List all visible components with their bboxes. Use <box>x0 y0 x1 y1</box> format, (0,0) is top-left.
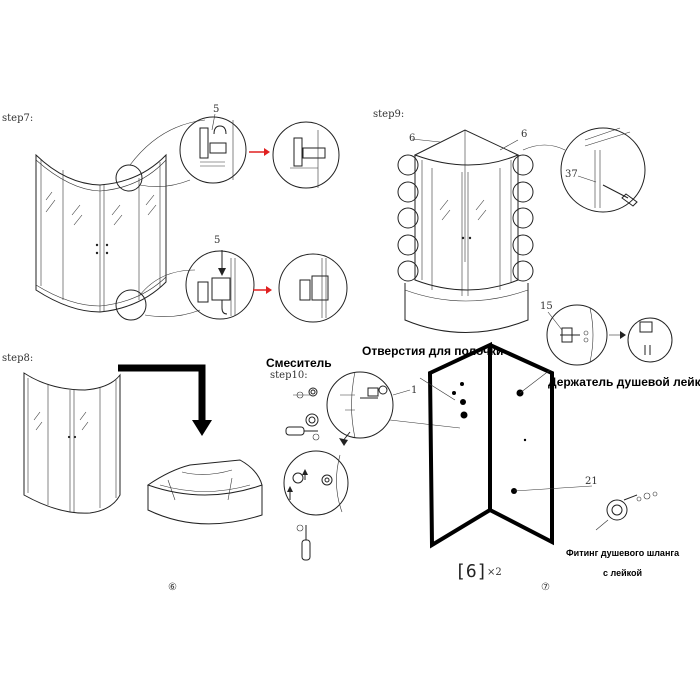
step7-section: step7: <box>2 104 348 323</box>
step8-label: step8: <box>2 353 33 364</box>
arrow-right-icon <box>266 286 272 294</box>
page-number-right: ⑦ <box>541 582 550 593</box>
step7-label: step7: <box>2 113 33 124</box>
step8-tray <box>146 459 263 525</box>
step9-detail: 37 <box>560 127 646 213</box>
mixer-detail-circle: 1 <box>326 371 417 439</box>
part-number-6a: 6 <box>409 133 415 144</box>
hose-fitting-label-line1: Фитинг душевого шланга <box>566 548 680 558</box>
shower-holder-result <box>627 317 673 363</box>
step8-section: step8: ⑥ <box>2 353 263 593</box>
page-number-left: ⑥ <box>168 582 177 593</box>
part-number-6b: 6 <box>521 129 527 140</box>
part-number-15: 15 <box>540 301 553 312</box>
bottom-detail-marker <box>115 289 147 321</box>
part-number-5b: 5 <box>214 235 220 246</box>
part-number-21: 21 <box>585 476 598 487</box>
panel-multiplier: ×2 <box>487 567 502 578</box>
plus-screw-icon <box>312 433 320 441</box>
shower-holder-detail <box>546 304 608 366</box>
hose-fitting-label-line2: с лейкой <box>603 568 642 578</box>
arrow-down-icon <box>118 364 212 436</box>
step9-label: step9: <box>373 109 404 120</box>
step7-bottom-detail-after <box>278 253 348 323</box>
step7-top-detail-before: 5 <box>179 104 247 184</box>
shower-holder-label: Держатель душевой лейки <box>548 375 700 389</box>
arrow-right-icon <box>264 148 270 156</box>
step9-cabin <box>397 129 534 333</box>
shelf-holes-label: Отверстия для полочки <box>362 344 503 358</box>
mixer-detail-circle-2 <box>283 450 349 561</box>
step10-section: Смеситель step10: Отверстия для полочки … <box>266 301 700 593</box>
step7-cabin <box>35 153 167 321</box>
shower-panel <box>419 341 593 549</box>
step8-cabin <box>23 372 121 514</box>
step9-section: step9: <box>373 109 646 333</box>
mixer-label: Смеситель <box>266 356 332 370</box>
hose-fitting-detail <box>595 491 658 531</box>
part-number-5a: 5 <box>213 104 219 115</box>
step10-label: step10: <box>270 370 308 381</box>
top-detail-marker <box>115 164 143 192</box>
panel-code: [6] <box>455 561 488 582</box>
part-number-37: 37 <box>565 169 578 180</box>
step7-top-detail-after <box>272 121 340 189</box>
step7-bottom-detail-before: 5 <box>185 235 255 320</box>
part-number-1: 1 <box>411 385 417 396</box>
mixer-parts <box>285 387 320 441</box>
